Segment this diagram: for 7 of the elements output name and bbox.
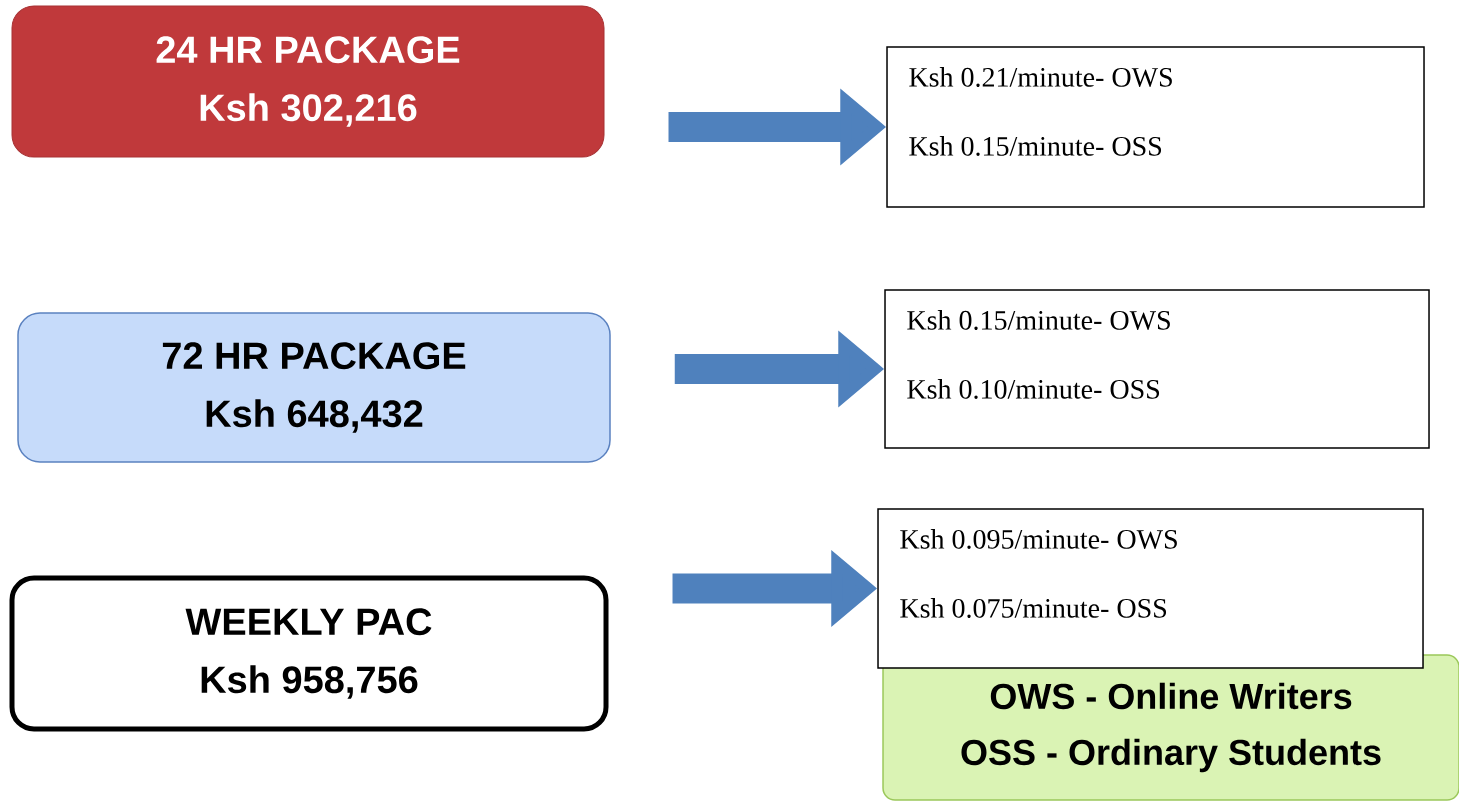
package-box: 72 HR PACKAGE Ksh 648,432 bbox=[17, 312, 611, 463]
rate-box: Ksh 0.21/minute- OWS Ksh 0.15/minute- OSS bbox=[886, 46, 1425, 208]
rate-box: Ksh 0.15/minute- OWS Ksh 0.10/minute- OSS bbox=[884, 289, 1430, 449]
rate-box: Ksh 0.095/minute- OWS Ksh 0.075/minute- OSS bbox=[877, 508, 1424, 669]
package-box: 24 HR PACKAGE Ksh 302,216 bbox=[11, 5, 605, 158]
package-box: WEEKLY PAC Ksh 958,756 bbox=[9, 575, 609, 732]
key-box: OWS - Online Writers OSS - Ordinary Students bbox=[882, 654, 1459, 801]
